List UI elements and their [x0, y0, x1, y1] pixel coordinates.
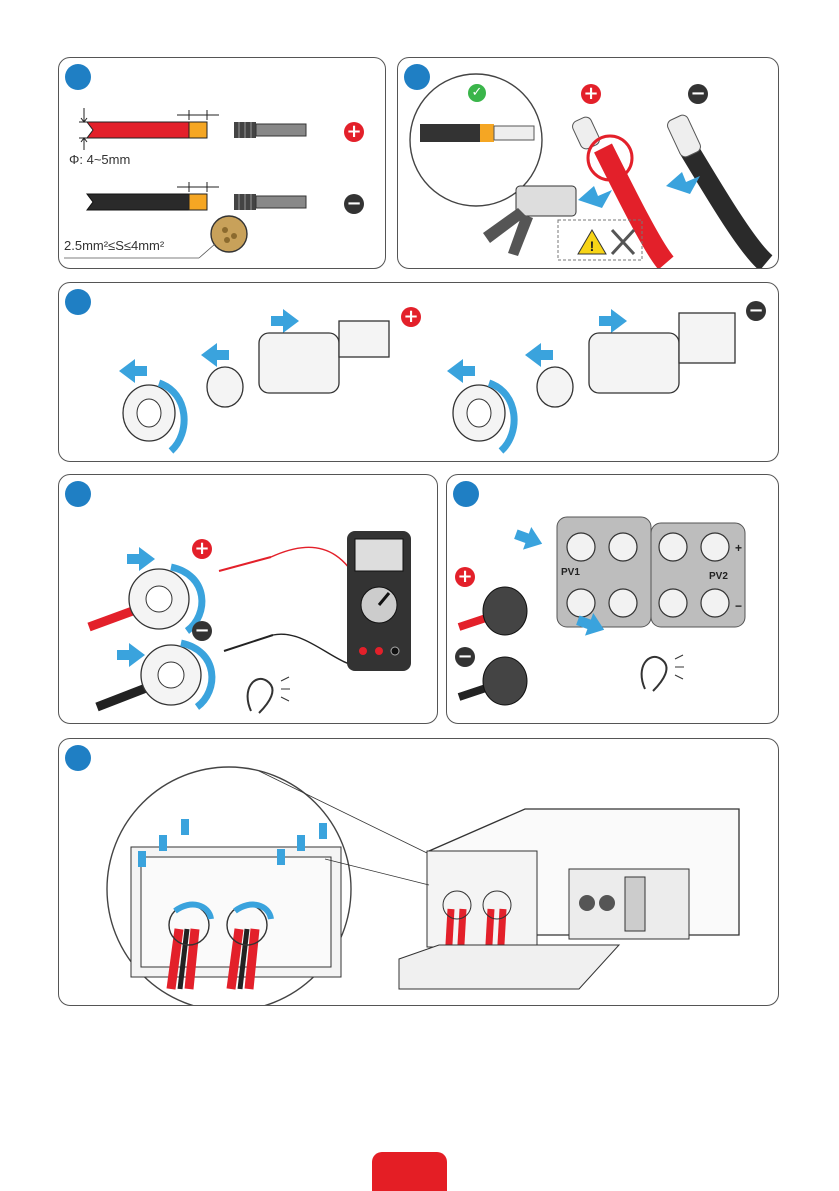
ear-icon — [642, 655, 684, 691]
pv2-label: PV2 — [709, 571, 728, 582]
copper-strand-icon — [211, 216, 247, 252]
tools-icon — [612, 230, 634, 254]
negative-sign: − — [455, 647, 475, 667]
negative-connector-group — [447, 309, 735, 451]
step-panel-6 — [58, 738, 779, 1006]
step-panel-3: + − — [58, 282, 779, 462]
voltage-measure-diagram — [59, 475, 438, 724]
connector-disassembly-diagram — [59, 283, 779, 462]
positive-pin-icon — [234, 122, 306, 138]
diameter-label: Φ: 4~5mm — [69, 152, 130, 167]
step-panel-5: PV1 PV2 + − + − — [446, 474, 779, 724]
positive-sign: + — [581, 84, 601, 104]
positive-sign: + — [344, 122, 364, 142]
page-footer-tab — [372, 1152, 447, 1191]
pv1-label: PV1 — [561, 567, 580, 578]
negative-pin-icon — [234, 194, 306, 210]
positive-sign: + — [455, 567, 475, 587]
positive-sign: + — [401, 307, 421, 327]
positive-connector-group — [119, 309, 389, 451]
positive-sign: + — [192, 539, 212, 559]
step-panel-4: + − — [58, 474, 438, 724]
pv-plus-label: + — [735, 541, 742, 555]
negative-sign: − — [688, 84, 708, 104]
pv-minus-label: − — [735, 599, 742, 613]
negative-sign: − — [746, 301, 766, 321]
check-icon: ✓ — [468, 84, 486, 102]
inverter-icon — [399, 809, 739, 989]
cross-section-label: 2.5mm²≤S≤4mm² — [64, 238, 164, 253]
negative-sign: − — [192, 621, 212, 641]
cover-install-diagram — [59, 739, 779, 1006]
multimeter-icon — [347, 531, 411, 671]
warning-icon: ! — [578, 230, 606, 254]
ear-icon — [248, 677, 290, 713]
svg-text:!: ! — [590, 238, 595, 254]
step-panel-1: Φ: 4~5mm 2.5mm²≤S≤4mm² + − — [58, 57, 386, 269]
pv-terminal-diagram — [447, 475, 779, 724]
negative-sign: − — [344, 194, 364, 214]
step-panel-2: ! ✓ + − — [397, 57, 779, 269]
